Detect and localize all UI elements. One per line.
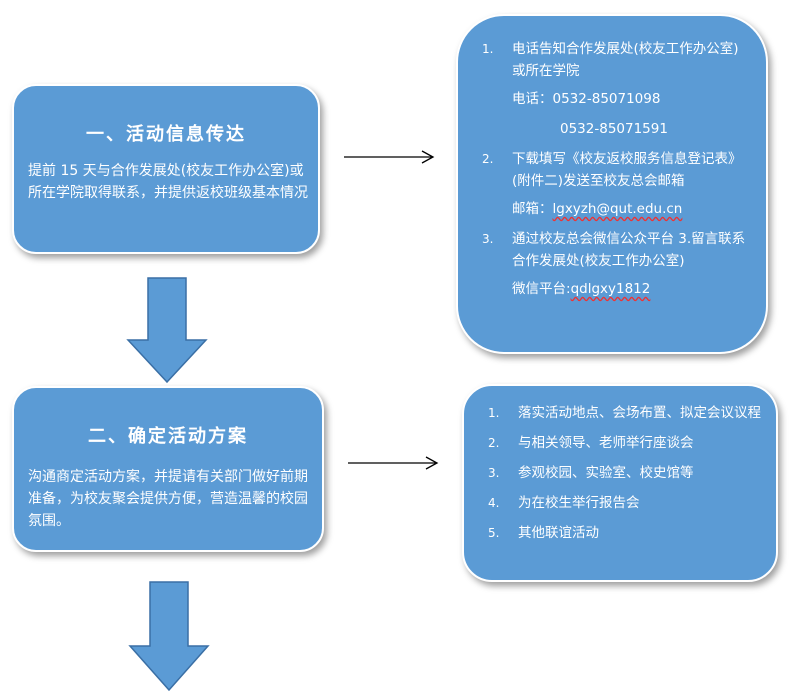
- list-item: 1. 落实活动地点、会场布置、拟定会议议程: [488, 402, 762, 424]
- item-text: 为在校生举行报告会: [518, 495, 640, 511]
- down-arrow-1: [126, 277, 208, 384]
- item-text: 电话告知合作发展处(校友工作办公室)或所在学院: [512, 41, 739, 79]
- step-1-description: 提前 15 天与合作发展处(校友工作办公室)或所在学院取得联系，并提供返校班级基…: [28, 163, 308, 201]
- list-item: 2. 与相关领导、老师举行座谈会: [488, 432, 762, 454]
- item-number: 4.: [488, 496, 500, 510]
- down-arrow-2: [128, 581, 210, 692]
- item-text: 与相关领导、老师举行座谈会: [518, 435, 694, 451]
- step-2-box: 二、确定活动方案 沟通商定活动方案，并提请有关部门做好前期准备，为校友聚会提供方…: [12, 386, 324, 552]
- wechat-id: qdlgxy1812: [570, 281, 651, 297]
- item-number: 1.: [482, 42, 494, 56]
- step-1-title: 一、活动信息传达: [86, 124, 246, 145]
- phone-line-2: 0532-85071591: [560, 118, 750, 140]
- item-text: 其他联谊活动: [518, 525, 599, 541]
- step-2-description: 沟通商定活动方案，并提请有关部门做好前期准备，为校友聚会提供方便，营造温馨的校园…: [28, 469, 308, 529]
- connector-arrow-2: [348, 456, 439, 470]
- email-line: 邮箱：lgxyzh@qut.edu.cn: [512, 198, 750, 220]
- item-number: 1.: [488, 406, 500, 420]
- phone-label: 电话：: [512, 91, 553, 107]
- email-label: 邮箱：: [512, 201, 553, 217]
- item-number: 2.: [488, 436, 500, 450]
- connector-arrow-1: [344, 150, 435, 164]
- item-number: 3.: [488, 466, 500, 480]
- item-text: 下载填写《校友返校服务信息登记表》(附件二)发送至校友总会邮箱: [512, 151, 742, 189]
- phone-number-2: 0532-85071591: [560, 121, 668, 137]
- list-item: 2. 下载填写《校友返校服务信息登记表》(附件二)发送至校友总会邮箱: [482, 148, 750, 192]
- list-item: 3. 参观校园、实验室、校史馆等: [488, 462, 762, 484]
- phone-line: 电话：0532-85071098: [512, 88, 750, 110]
- phone-number-1: 0532-85071098: [552, 91, 661, 107]
- activity-plan-box: 1. 落实活动地点、会场布置、拟定会议议程 2. 与相关领导、老师举行座谈会 3…: [462, 384, 778, 582]
- item-text: 参观校园、实验室、校史馆等: [518, 465, 694, 481]
- wechat-label: 微信平台:: [512, 281, 571, 297]
- list-item: 3. 通过校友总会微信公众平台 3.留言联系合作发展处(校友工作办公室): [482, 228, 750, 272]
- item-text: 通过校友总会微信公众平台 3.留言联系合作发展处(校友工作办公室): [512, 231, 746, 269]
- step-2-title: 二、确定活动方案: [88, 426, 248, 447]
- email-address: lgxyzh@qut.edu.cn: [552, 201, 683, 217]
- item-number: 3.: [482, 232, 494, 246]
- list-item: 5. 其他联谊活动: [488, 522, 762, 544]
- contact-info-box: 1. 电话告知合作发展处(校友工作办公室)或所在学院 电话：0532-85071…: [456, 14, 768, 354]
- list-item: 1. 电话告知合作发展处(校友工作办公室)或所在学院: [482, 38, 750, 82]
- item-number: 2.: [482, 152, 494, 166]
- item-text: 落实活动地点、会场布置、拟定会议议程: [518, 405, 761, 421]
- list-item: 4. 为在校生举行报告会: [488, 492, 762, 514]
- step-1-box: 一、活动信息传达 提前 15 天与合作发展处(校友工作办公室)或所在学院取得联系…: [12, 84, 320, 254]
- wechat-line: 微信平台:qdlgxy1812: [512, 278, 750, 300]
- item-number: 5.: [488, 526, 500, 540]
